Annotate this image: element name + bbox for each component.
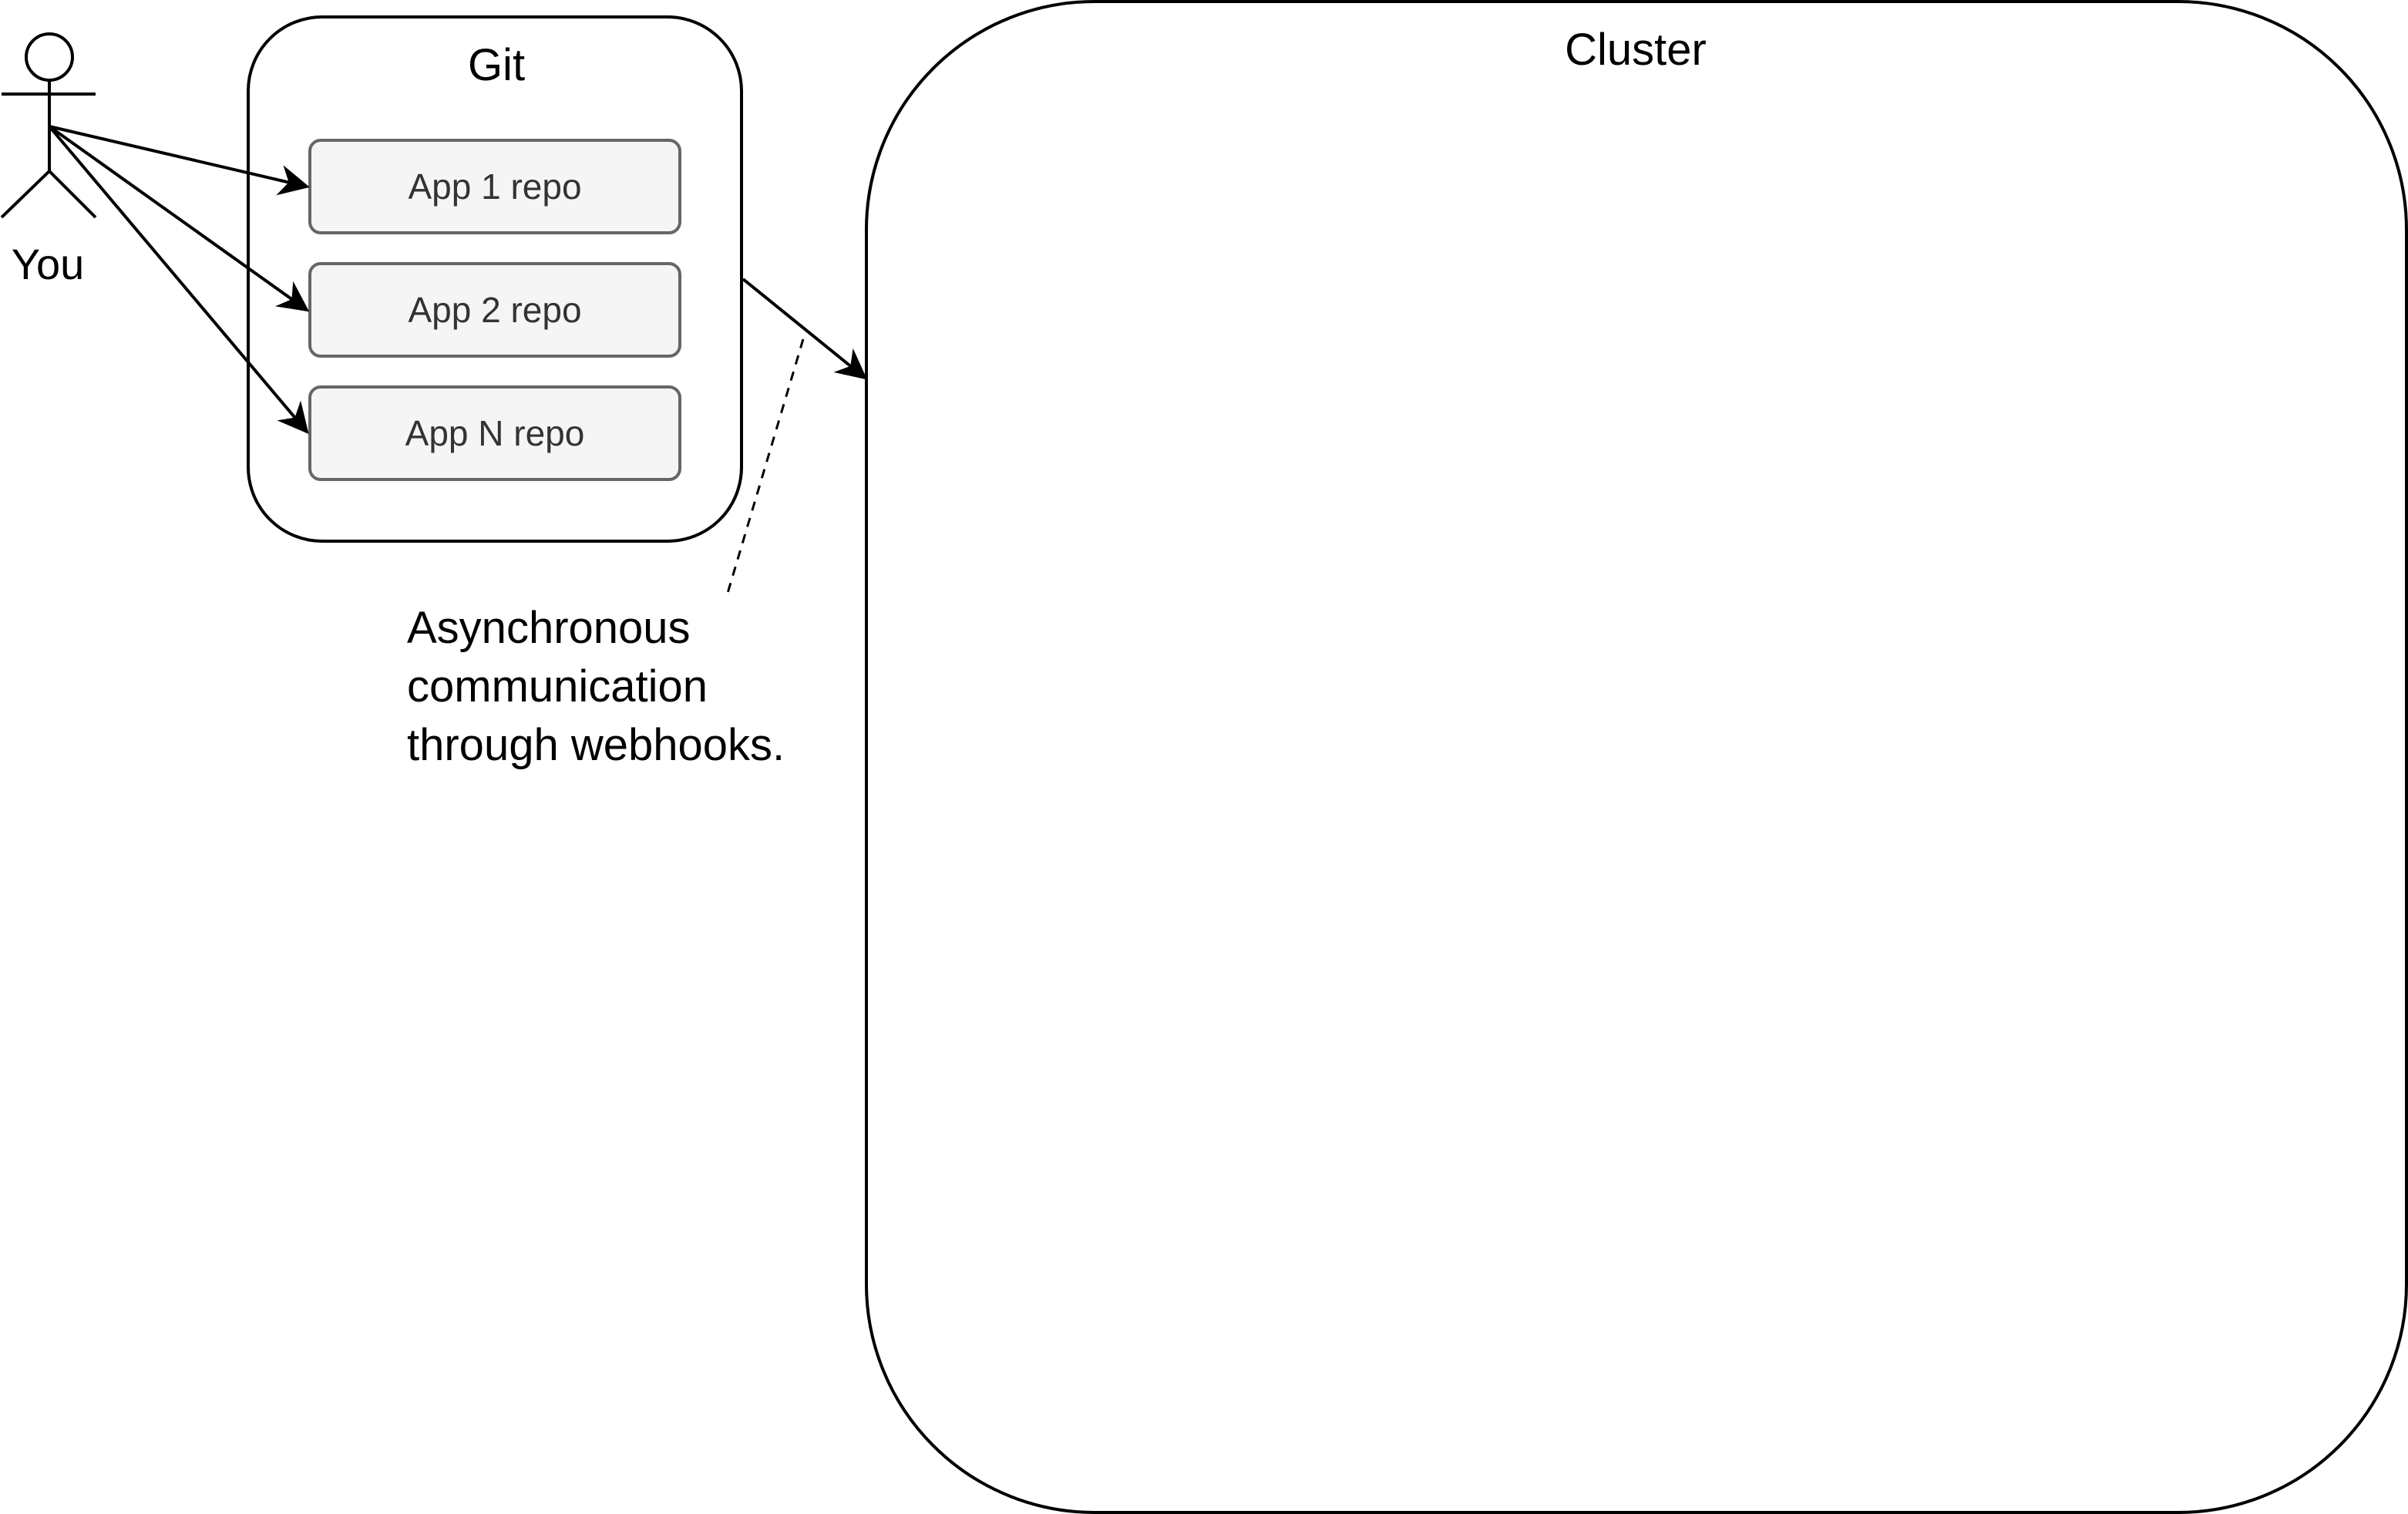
actor-label: You [12,240,85,288]
annotation-line: communication [407,661,708,712]
cluster-container [865,0,2408,1514]
actor-to-repo1-arrow [49,125,310,196]
cluster-title: Cluster [1565,25,1707,75]
annotation-line: through webhooks. [407,720,785,770]
git-title: Git [468,40,525,90]
annotation-connector [725,338,805,599]
repo-box[interactable]: App 2 repo [308,262,681,358]
repo-label: App 2 repo [408,290,581,330]
actor-to-repo2-arrow [48,125,310,312]
repo-label: App 1 repo [408,167,581,207]
repo-label: App N repo [405,413,585,453]
user-actor-icon [0,32,97,219]
webhook-annotation: Asynchronous communication through webho… [407,603,785,770]
annotation-line: Asynchronous [407,603,691,653]
git-to-cluster-arrow [742,278,868,380]
actor-to-repoN-arrow [48,125,309,435]
git-container [247,15,743,543]
repo-box[interactable]: App N repo [308,385,681,481]
repo-box[interactable]: App 1 repo [308,139,681,234]
